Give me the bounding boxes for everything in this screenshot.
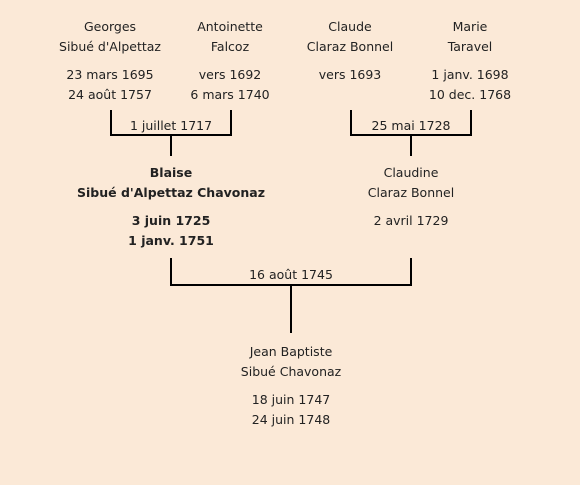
connector-line	[410, 258, 412, 286]
death-date: 24 juin 1748	[251, 412, 331, 427]
death-date: 10 dec. 1768	[428, 87, 512, 102]
death-date: 1 janv. 1751	[128, 233, 214, 248]
person-jean-baptiste: Jean Baptiste Sibué Chavonaz 18 juin 174…	[241, 342, 341, 430]
person-antoinette: Antoinette Falcoz vers 1692 6 mars 1740	[190, 17, 269, 105]
connector-line	[170, 284, 412, 286]
person-name: Claude Claraz Bonnel	[306, 19, 394, 54]
birth-date: 18 juin 1747	[251, 392, 331, 407]
connector-line	[230, 110, 232, 136]
person-name: Claudine Claraz Bonnel	[367, 165, 455, 200]
birth-date: vers 1693	[318, 67, 382, 82]
person-dates: 18 juin 1747 24 juin 1748	[241, 390, 341, 430]
person-dates: 2 avril 1729	[368, 211, 454, 231]
birth-date: 3 juin 1725	[131, 213, 211, 228]
connector-line	[350, 134, 472, 136]
birth-date: vers 1692	[198, 67, 262, 82]
person-name: Marie Taravel	[447, 19, 493, 54]
marriage-date: 1 juillet 1717	[129, 118, 213, 133]
person-name: Georges Sibué d'Alpettaz	[59, 19, 161, 54]
person-dates: vers 1692 6 mars 1740	[190, 65, 269, 105]
marriage-date: 16 août 1745	[249, 267, 333, 282]
person-dates: vers 1693	[307, 65, 393, 85]
birth-date: 23 mars 1695	[66, 67, 154, 82]
connector-line	[110, 134, 232, 136]
person-dates: 1 janv. 1698 10 dec. 1768	[429, 65, 511, 105]
connector-line	[170, 258, 172, 286]
connector-line	[470, 110, 472, 136]
person-dates: 23 mars 1695 24 août 1757	[59, 65, 161, 105]
person-claude: Claude Claraz Bonnel vers 1693	[307, 17, 393, 85]
person-name: Blaise Sibué d'Alpettaz Chavonaz	[77, 165, 265, 200]
person-dates: 3 juin 1725 1 janv. 1751	[77, 211, 265, 251]
person-name: Jean Baptiste Sibué Chavonaz	[240, 344, 342, 379]
connector-line	[290, 286, 292, 333]
marriage-date: 25 mai 1728	[371, 118, 451, 133]
connector-line	[110, 110, 112, 136]
death-date: 6 mars 1740	[190, 87, 270, 102]
connector-line	[170, 136, 172, 156]
connector-line	[350, 110, 352, 136]
person-claudine: Claudine Claraz Bonnel 2 avril 1729	[368, 163, 454, 231]
death-date: 24 août 1757	[68, 87, 152, 102]
person-blaise: Blaise Sibué d'Alpettaz Chavonaz 3 juin …	[77, 163, 265, 251]
person-georges: Georges Sibué d'Alpettaz 23 mars 1695 24…	[59, 17, 161, 105]
person-name: Antoinette Falcoz	[197, 19, 263, 54]
birth-date: 2 avril 1729	[373, 213, 449, 228]
person-marie: Marie Taravel 1 janv. 1698 10 dec. 1768	[429, 17, 511, 105]
birth-date: 1 janv. 1698	[431, 67, 509, 82]
connector-line	[410, 136, 412, 156]
